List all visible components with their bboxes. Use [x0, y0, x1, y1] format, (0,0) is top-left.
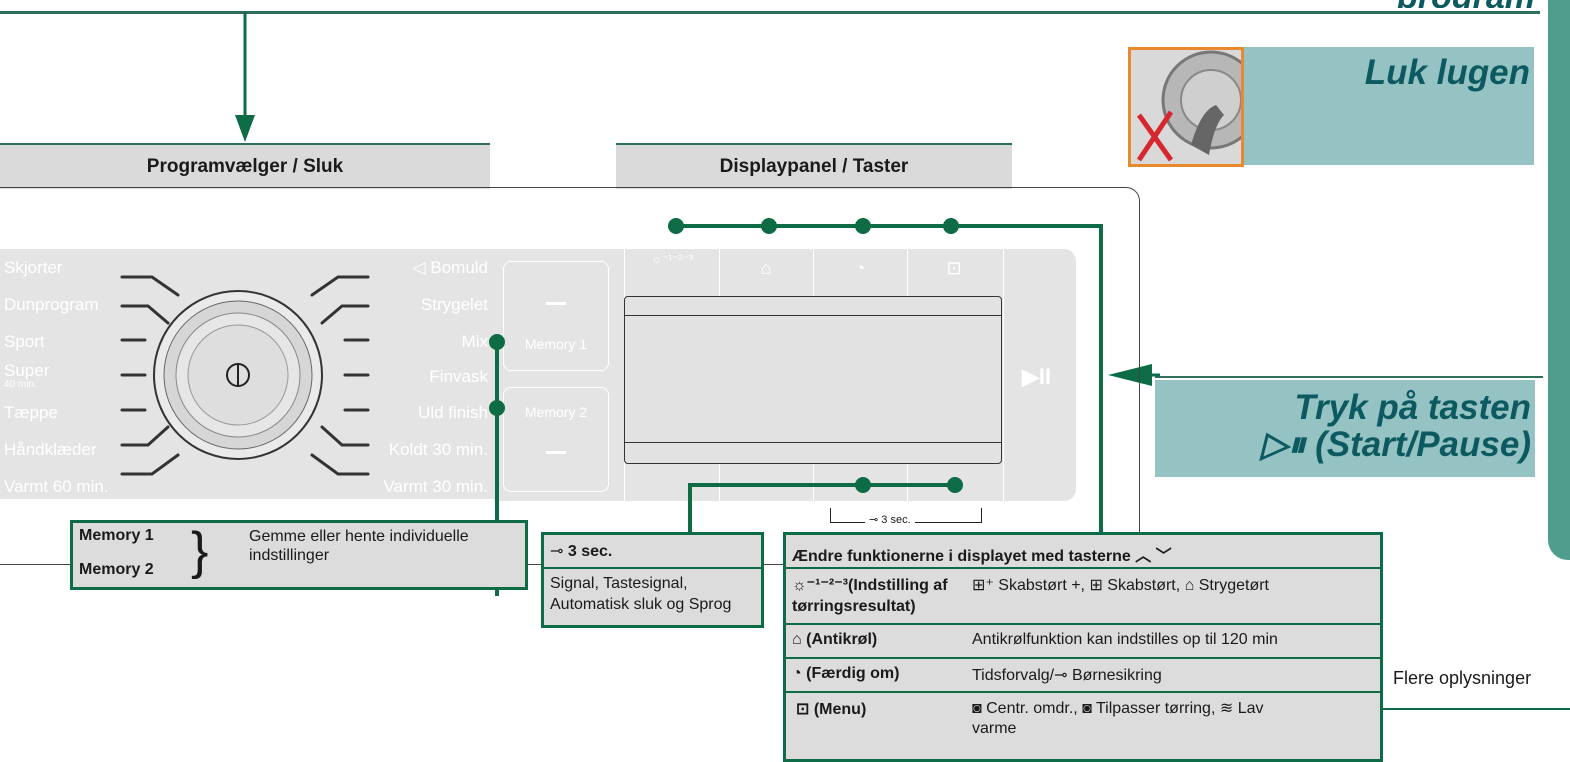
program-dial[interactable] [100, 255, 390, 495]
dot-3sec-1 [855, 477, 871, 493]
left-arrow-icon [1108, 364, 1160, 386]
wrench-icon: ⊸ [869, 514, 882, 526]
header-programvaelger: Programvælger / Sluk [0, 143, 490, 189]
dot-key-1 [668, 218, 684, 234]
memory-info-desc: Gemme eller hente individuelle indstilli… [249, 528, 469, 564]
tryk-line2: ▷⏸ (Start/Pause) [1260, 425, 1531, 464]
start-pause-icon: ▶II [1022, 364, 1052, 389]
program-varmt-30[interactable]: Varmt 30 min. [383, 477, 488, 496]
memory-info-box: Memory 1 Memory 2 } Gemme eller hente in… [70, 520, 528, 590]
header-displaypanel-label: Displaypanel / Taster [719, 156, 909, 177]
dot-memory-1 [489, 334, 505, 350]
start-pause-button[interactable]: ▶II [1004, 252, 1074, 498]
program-koldt-30[interactable]: Koldt 30 min. [388, 440, 488, 459]
memory-info-label-1: Memory 1 [79, 527, 154, 544]
top-rule [0, 11, 1540, 14]
three-sec-info-title: ⊸ 3 sec. [550, 543, 613, 560]
side-tab [1548, 0, 1570, 560]
dot-key-4 [943, 218, 959, 234]
door-image [1128, 47, 1244, 167]
program-bomuld[interactable]: ◁ Bomuld [412, 258, 488, 277]
three-sec-info-desc: Signal, Tastesignal, Automatisk sluk og … [550, 575, 732, 613]
header-programvaelger-label: Programvælger / Sluk [146, 156, 344, 177]
three-sec-caption: ⊸ 3 sec. [865, 513, 915, 526]
func-row-2-value: Antikrølfunktion kan indstilles op til 1… [972, 631, 1278, 648]
func-row-4-label: ⊡ (Menu) [796, 701, 867, 718]
program-sport[interactable]: Sport [4, 332, 45, 351]
dot-key-2 [761, 218, 777, 234]
function-info-box: Ændre funktionerne i displayet med taste… [783, 532, 1383, 762]
page-title-partial: program [1285, 0, 1535, 8]
dot-memory-2 [489, 400, 505, 416]
func-row-1-label: ☼⁻¹⁻²⁻³(Indstilling af tørringsresultat) [792, 577, 948, 615]
menu-icon: ⊡ [946, 258, 962, 278]
memory-1-key[interactable]: Memory 1 [503, 261, 609, 371]
connector-right [1099, 224, 1103, 538]
program-uld-finish[interactable]: Uld finish [418, 403, 488, 422]
memory-info-label-2: Memory 2 [79, 561, 154, 578]
dot-3sec-2 [947, 477, 963, 493]
key-antikroel[interactable]: ⌂ [720, 258, 812, 294]
func-row-3-value: Tidsforvalg/⊸ Børnesikring [972, 667, 1162, 684]
tryk-box: Tryk på tasten ▷⏸ (Start/Pause) [1155, 380, 1535, 477]
iron-icon: ⌂ [760, 258, 772, 278]
dot-key-3 [855, 218, 871, 234]
program-super-sub: 40 min. [4, 379, 37, 390]
key-menu[interactable]: ⊡ [908, 258, 1000, 294]
func-row-3-label: ◔ (Færdig om) [792, 665, 900, 682]
door-illustration-icon [1136, 50, 1241, 162]
brace-icon: } [191, 522, 209, 580]
program-varmt-60[interactable]: Varmt 60 min. [4, 477, 109, 496]
memory-2-label: Memory 2 [524, 404, 588, 420]
program-super-label: Super [4, 361, 50, 380]
dial-ticks [120, 275, 370, 476]
tryk-line1: Tryk på tasten [1294, 388, 1531, 427]
program-haandklaeder[interactable]: Håndklæder [4, 440, 97, 459]
program-dunprogram[interactable]: Dunprogram [4, 295, 99, 314]
header-displaypanel: Displaypanel / Taster [616, 143, 1012, 189]
sun-icon: ☼⁻¹⁻²⁻³ [651, 252, 693, 266]
key-drying-result[interactable]: ☼⁻¹⁻²⁻³ [626, 252, 718, 294]
program-super[interactable]: Super 40 min. [4, 361, 49, 390]
footer-rule [1383, 708, 1570, 710]
down-arrow-icon [235, 12, 255, 142]
connector-3sec-v [688, 483, 692, 535]
tryk-rule [1155, 376, 1543, 378]
program-mix[interactable]: Mix [461, 332, 488, 351]
func-row-4-value: ◙ Centr. omdr., ◙ Tilpasser tørring, ≋ L… [972, 700, 1264, 737]
memory-1-label: Memory 1 [524, 336, 588, 352]
program-strygelet[interactable]: Strygelet [420, 295, 488, 314]
luk-lugen-title: Luk lugen [1364, 53, 1530, 92]
key-faerdig-om[interactable]: ◔ [814, 258, 906, 294]
program-taeppe[interactable]: Tæppe [4, 403, 58, 422]
connector-3sec-h [688, 483, 958, 487]
three-sec-info-box: ⊸ 3 sec. Signal, Tastesignal, Automatisk… [541, 532, 764, 628]
three-sec-text: 3 sec. [881, 514, 911, 526]
connector-top [676, 224, 1102, 228]
wrench-icon: ⊸ [550, 543, 568, 560]
func-row-1-value: ⊞⁺ Skabstørt +, ⊞ Skabstørt, ⌂ Strygetør… [972, 577, 1269, 594]
clock-icon: ◔ [854, 258, 866, 278]
more-info-text: Flere oplysninger [1393, 668, 1532, 688]
program-skjorter[interactable]: Skjorter [4, 258, 63, 277]
display-screen [624, 296, 1002, 464]
memory-2-key[interactable]: Memory 2 [503, 387, 609, 492]
function-info-title: Ændre funktionerne i displayet med taste… [792, 548, 1172, 565]
func-row-2-label: ⌂ (Antikrøl) [792, 631, 878, 648]
program-finvask[interactable]: Finvask [429, 367, 488, 386]
connector-memory [495, 340, 499, 596]
